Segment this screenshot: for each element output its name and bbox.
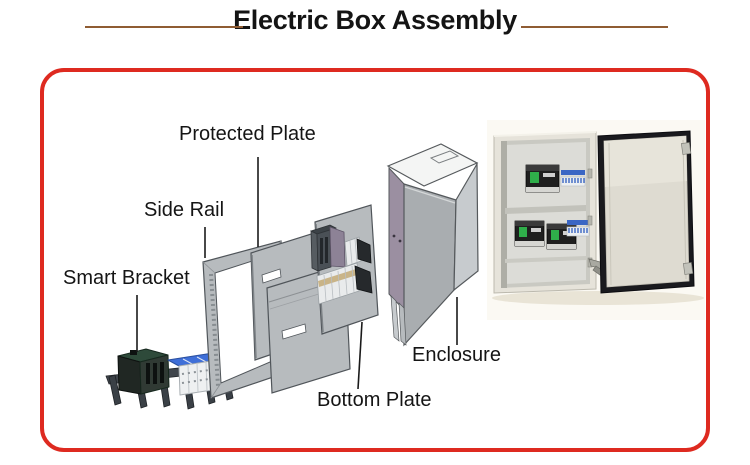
page-title: Electric Box Assembly [233,5,517,35]
label-protected-plate: Protected Plate [179,123,316,145]
cabinet-mccb-top [525,164,560,193]
plate-slot [281,323,307,340]
inner-side-wall [388,166,405,312]
din-terminal-row-lower [316,262,373,305]
assembled-cabinet-photo [493,130,695,294]
cabinet-din-strip-top [560,170,586,187]
label-smart-bracket: Smart Bracket [63,267,190,289]
label-enclosure: Enclosure [412,344,501,366]
leader-bottom-plate [357,321,363,390]
mccb-side-panel [329,226,346,268]
door-hinge-top [680,142,692,155]
plate-slot [261,268,282,284]
door-hinge-bottom [682,262,694,275]
title-rule-right [521,26,668,28]
cabinet-din-strip-bottom [566,220,590,237]
panel-divider [505,205,586,214]
title-rule-left [85,26,243,28]
label-bottom-plate: Bottom Plate [317,389,432,411]
din-terminal-row-upper [344,236,372,267]
rail-perforations [209,273,220,387]
front-panel [403,183,457,347]
cabinet-door [597,130,695,294]
enclosure-part [386,143,479,347]
content-border-frame [40,68,710,452]
mccb-breaker-block [117,348,170,395]
side-panel [453,161,479,292]
top-knockout [429,150,460,164]
bottom-plate-part [309,204,379,335]
mounted-mccb [309,224,346,272]
cabinet-mccb-bottom-left [514,220,545,247]
label-side-rail: Side Rail [144,199,225,221]
leader-lines [136,157,458,390]
